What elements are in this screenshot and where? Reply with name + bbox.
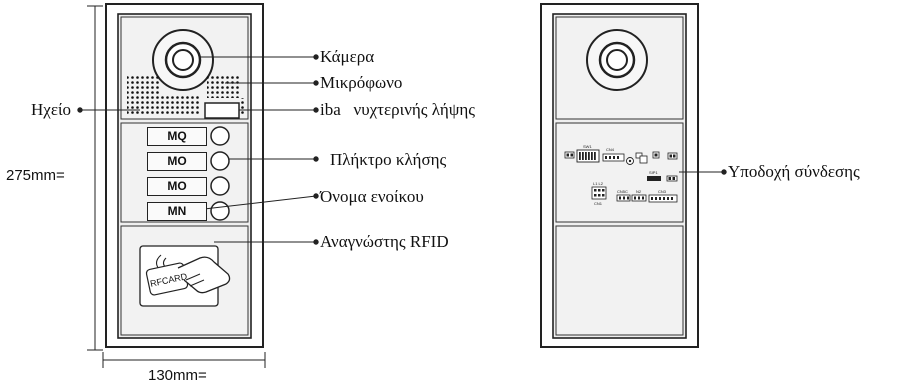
cn1-label: CN1 bbox=[594, 201, 603, 206]
label-camera: Κάμερα bbox=[320, 47, 375, 66]
name-key-4: MN bbox=[147, 202, 207, 221]
back-camera-lens-icon bbox=[586, 29, 648, 91]
label-night-vision: iba νυχτερινής λήψης bbox=[320, 100, 476, 119]
name-key-1: MQ bbox=[147, 127, 207, 146]
ir-sensor-window bbox=[204, 102, 240, 119]
call-buttons bbox=[210, 126, 230, 221]
label-microphone: Μικρόφωνο bbox=[320, 73, 403, 92]
leader-lines bbox=[77, 54, 727, 245]
camera-lens-icon bbox=[152, 29, 214, 91]
sip1-label: SIP1 bbox=[649, 170, 658, 175]
cn5c-label: CN5C bbox=[617, 189, 628, 194]
l1l2-label: L1 L2 bbox=[593, 181, 604, 186]
connector-board: SW1 CN4 L1 L2 CN1 CN bbox=[564, 144, 678, 206]
cn3-label: CN3 bbox=[658, 189, 667, 194]
name-key-3: MO bbox=[147, 177, 207, 196]
label-tenant-name: Όνομα ενοίκου bbox=[320, 187, 424, 206]
name-key-2: MO bbox=[147, 152, 207, 171]
n2-label: N2 bbox=[636, 189, 642, 194]
label-call-button: Πλήκτρο κλήσης bbox=[330, 150, 447, 169]
rfid-card-graphic bbox=[139, 245, 231, 307]
height-dimension-line bbox=[87, 5, 103, 351]
sw1-label: SW1 bbox=[583, 144, 592, 149]
label-connection-socket: Υποδοχή σύνδεσης bbox=[728, 162, 860, 181]
label-speaker: Ηχείο bbox=[31, 100, 72, 119]
label-rfid-reader: Αναγνώστης RFID bbox=[320, 232, 449, 251]
speaker-grille bbox=[127, 76, 244, 116]
width-dimension-line bbox=[102, 352, 266, 368]
cn4-label: CN4 bbox=[606, 147, 615, 152]
width-dimension-label: 130mm= bbox=[148, 367, 207, 384]
height-dimension-label: 275mm= bbox=[6, 167, 65, 184]
